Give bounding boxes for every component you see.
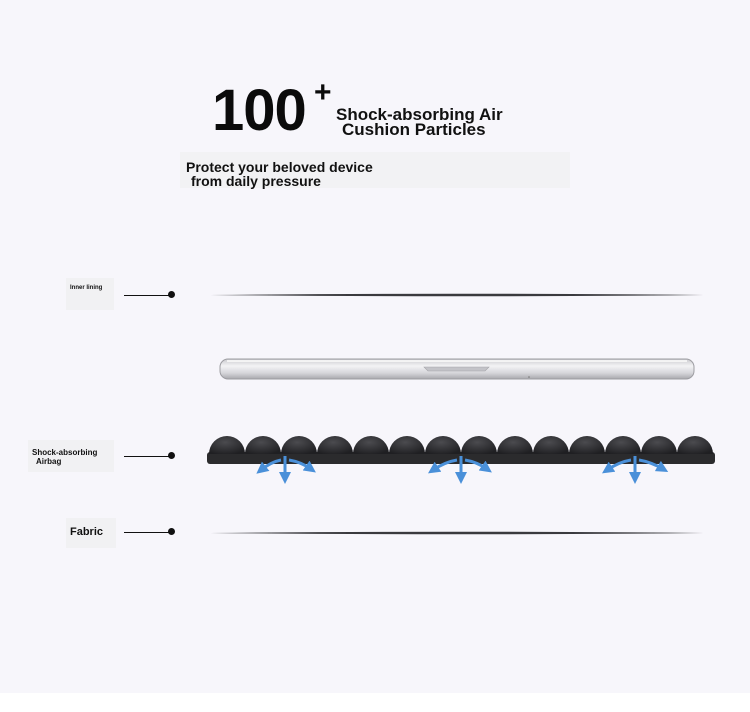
headline-subtitle-line1: Shock-absorbing Air xyxy=(336,105,503,124)
particle-count: 100 xyxy=(212,78,307,143)
headline-subtitle-line2: Cushion Particles xyxy=(342,120,486,139)
airbag-label-line1: Shock-absorbing xyxy=(32,448,98,457)
fabric-leader xyxy=(124,532,172,533)
fabric-layer xyxy=(210,531,704,535)
airbag-layer xyxy=(205,430,717,491)
airbag-label-box: Shock-absorbing Airbag xyxy=(28,440,114,472)
tagline: Protect your beloved device from daily p… xyxy=(180,152,570,189)
headline: 100 + Shock-absorbing Air Cushion Partic… xyxy=(212,76,542,143)
airbag-label-line2: Airbag xyxy=(36,457,62,466)
inner-lining-leader xyxy=(124,295,172,296)
tagline-line2: from daily pressure xyxy=(191,173,321,189)
plus-sign: + xyxy=(314,76,332,109)
inner-lining-layer xyxy=(210,293,704,297)
fabric-label: Fabric xyxy=(70,526,104,538)
inner-lining-label: Inner lining xyxy=(70,285,103,291)
inner-lining-dot xyxy=(168,291,175,298)
tagline-line1: Protect your beloved device xyxy=(186,159,373,175)
fabric-label-box: Fabric xyxy=(66,518,116,548)
airbag-leader xyxy=(124,456,172,457)
laptop-image xyxy=(219,357,695,386)
fabric-dot xyxy=(168,528,175,535)
airbag-dot xyxy=(168,452,175,459)
inner-lining-label-box: Inner lining xyxy=(66,278,114,310)
bottom-strip xyxy=(0,693,750,712)
